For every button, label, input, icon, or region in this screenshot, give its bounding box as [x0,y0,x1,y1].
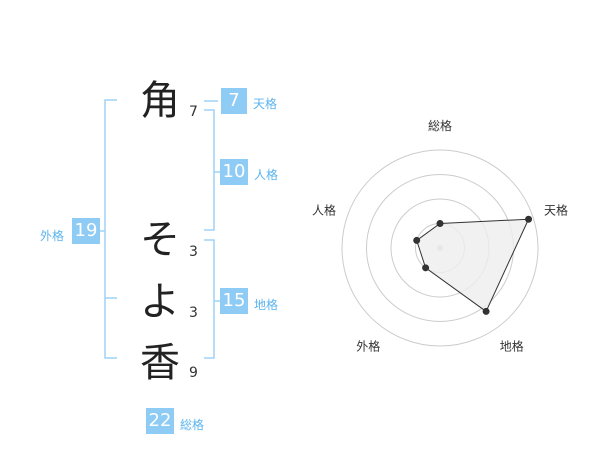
gaikaku-label: 外格 [40,229,65,243]
stroke-count-4: 9 [189,365,198,381]
chikaku-badge: 15 [220,288,248,314]
tenkaku-badge: 7 [221,88,247,114]
radar-ring-4 [341,149,539,347]
chikaku-bracket [204,239,215,359]
jinkaku-badge: 10 [220,159,248,185]
tenkaku-label: 天格 [253,97,278,111]
radar-axis-label-2: 天格 [544,202,568,217]
radar-axis-label-5: 人格 [312,202,336,217]
chikaku-label: 地格 [254,298,279,312]
radar-point-2 [525,215,533,223]
radar-data-area [416,218,530,313]
stroke-count-3: 3 [189,305,198,321]
jinkaku-label: 人格 [254,168,279,182]
soukaku-label: 総格 [180,418,205,432]
stroke-count-2: 3 [189,244,198,260]
name-char-3: よ [140,279,180,325]
name-char-1: 角 [140,78,180,124]
radar-point-4 [422,264,430,272]
name-char-2: そ [140,217,180,263]
radar-point-3 [482,307,490,315]
gaikaku-bracket [104,99,117,359]
gaikaku-badge: 19 [72,218,100,244]
stroke-count-1: 7 [189,104,198,120]
radar-axis-label-1: 総格 [428,118,452,133]
radar-point-5 [413,236,421,244]
soukaku-badge: 22 [146,408,174,434]
name-char-4: 香 [140,340,180,386]
radar-point-1 [436,220,444,227]
radar-axis-label-4: 外格 [356,339,380,354]
radar-axis-label-3: 地格 [500,339,524,354]
jinkaku-bracket [204,109,215,231]
